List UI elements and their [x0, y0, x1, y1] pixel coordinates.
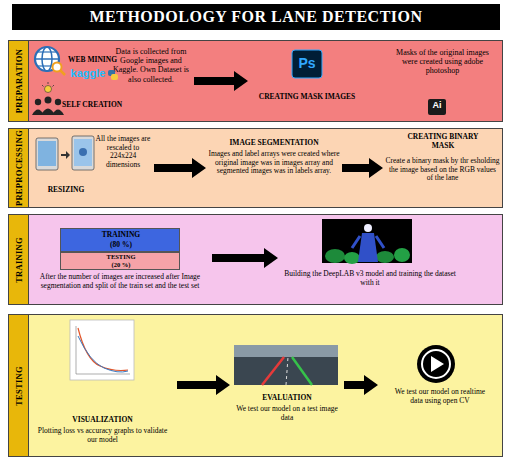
step-text: We test our model on realtime data using… — [390, 388, 490, 405]
step-group: Building the DeepLAB v3 model and traini… — [280, 216, 460, 302]
band-strip: PREPROCESSING — [9, 129, 29, 207]
step-group: CREATING BINARY MASK Create a binary mask… — [385, 131, 500, 205]
step-group: WEB MINING SELF CREATION Data is collected… — [30, 43, 192, 119]
band-label: TRAINING — [14, 237, 24, 283]
stage-band: PREPROCESSING RESIZING All the images are … — [8, 128, 503, 208]
split-box: TESTING(20 %) — [60, 252, 180, 270]
split-box: TRAINING(80 %) — [60, 228, 180, 252]
title-bar: METHODOLOGY FOR LANE DETECTION — [12, 4, 500, 30]
band-label: TESTING — [14, 366, 24, 406]
stage-band: TRAINING After the number of images are i… — [8, 214, 503, 305]
step-group: VISUALIZATION Plotting loss vs accuracy g… — [30, 318, 175, 454]
step-text: Plotting loss vs accuracy graphs to vali… — [35, 427, 170, 444]
step-title: CREATING BINARY MASK — [407, 133, 479, 150]
step-title: EVALUATION — [232, 394, 342, 403]
step-group: IMAGE SEGMENTATION Images and label array… — [208, 131, 340, 205]
logo-text: kaggle — [68, 67, 108, 79]
split-label: TRAINING — [61, 231, 181, 240]
source-label: SELF CREATION — [62, 101, 124, 110]
step-title: IMAGE SEGMENTATION — [208, 139, 340, 148]
icon-text: Ai — [428, 101, 446, 111]
band-strip: PREPARATION — [9, 41, 29, 121]
step-text: Create a binary mask by thr esholding th… — [385, 157, 500, 183]
step-title: RESIZING — [36, 186, 96, 195]
step-group: CREATING MASK IMAGES Masks of the origina… — [250, 43, 500, 119]
step-title: CREATING MASK IMAGES — [252, 93, 362, 102]
step-text: We test our model on a test image data — [232, 405, 342, 422]
icon-text: Ps — [292, 56, 322, 71]
stage-band: TESTING VISUALIZATION Plotting loss vs acc… — [8, 314, 503, 457]
step-group: EVALUATION We test our model on a test im… — [232, 318, 342, 454]
step-group: RESIZING All the images are rescaled to 2… — [30, 131, 152, 205]
band-strip: TRAINING — [9, 215, 29, 304]
step-text: Images and label arrays were created whe… — [208, 150, 340, 176]
step-text: Building the DeepLAB v3 model and traini… — [280, 270, 460, 287]
step-text: Data is collected from Google images and… — [112, 47, 190, 84]
step-title: VISUALIZATION — [30, 416, 175, 425]
title-text: METHODOLOGY FOR LANE DETECTION — [89, 8, 422, 26]
step-text: All the images are rescaled to 224x224 d… — [94, 135, 152, 170]
step-text: After the number of images are increased… — [34, 273, 206, 290]
split-label: (20 %) — [61, 262, 181, 269]
band-label: PREPARATION — [14, 49, 24, 113]
band-label: PREPROCESSING — [14, 130, 24, 206]
source-label: WEB MINING — [68, 56, 120, 65]
band-strip: TESTING — [9, 315, 29, 456]
split-label: TESTING — [61, 254, 181, 261]
step-group: After the number of images are increased… — [30, 216, 210, 302]
step-group: We test our model on realtime data using… — [380, 318, 500, 454]
stage-band: PREPARATION WEB MINING SELF CREATION Data i… — [8, 40, 503, 122]
split-label: (80 %) — [61, 241, 181, 250]
step-text: Masks of the original images were create… — [390, 48, 495, 76]
